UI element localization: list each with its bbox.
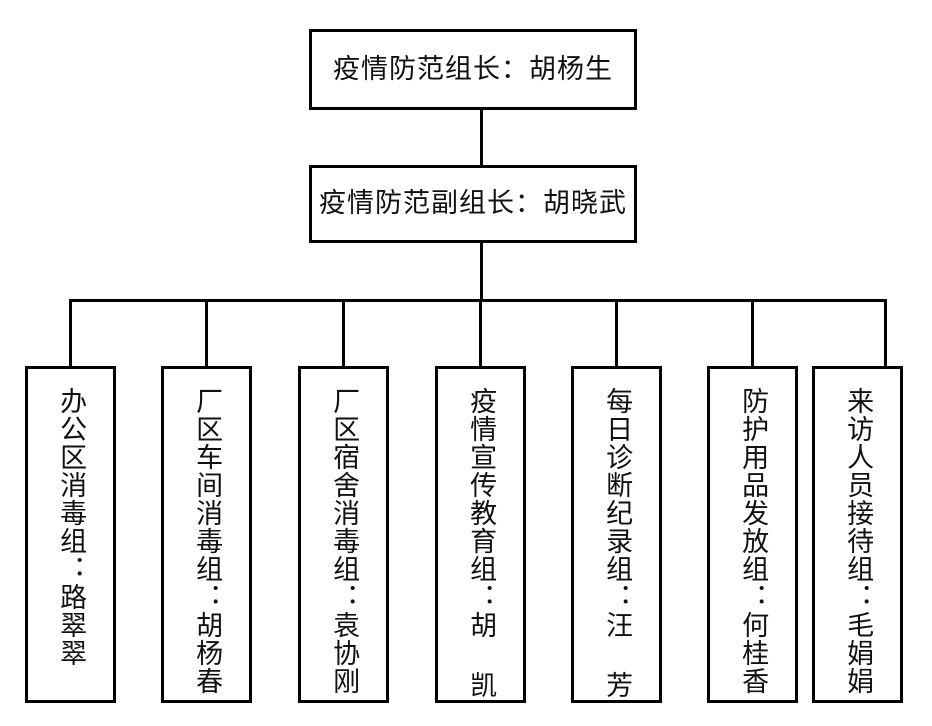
connector-drop-4 [479, 299, 482, 366]
node-group-6[interactable]: 防护用品发放组：何桂香 [707, 366, 798, 703]
node-group-1-label: 办公区消毒组：路翠翠 [55, 387, 87, 667]
node-group-leader-label: 疫情防范组长：胡杨生 [333, 53, 613, 85]
node-group-leader[interactable]: 疫情防范组长：胡杨生 [309, 29, 637, 110]
connector-drop-2 [205, 299, 208, 366]
node-group-4[interactable]: 疫情宣传教育组：胡 凯 [435, 366, 526, 703]
connector-drop-1 [69, 299, 72, 366]
node-group-2[interactable]: 厂区车间消毒组：胡杨春 [161, 366, 252, 703]
connector-drop-3 [342, 299, 345, 366]
connector-leader-to-deputy [480, 110, 483, 165]
node-group-7-label: 来访人员接待组：毛娟娟 [842, 387, 874, 695]
connector-drop-5 [615, 299, 618, 366]
connector-drop-7 [884, 299, 887, 366]
node-group-3-label: 厂区宿舍消毒组：袁协刚 [328, 387, 360, 695]
connector-drop-6 [751, 299, 754, 366]
node-deputy-leader-label: 疫情防范副组长：胡晓武 [319, 188, 627, 220]
node-group-5-label: 每日诊断纪录组：汪 芳 [601, 387, 633, 699]
node-group-5[interactable]: 每日诊断纪录组：汪 芳 [571, 366, 662, 703]
node-group-3[interactable]: 厂区宿舍消毒组：袁协刚 [298, 366, 389, 703]
connector-deputy-to-bus [480, 243, 483, 301]
node-group-6-label: 防护用品发放组：何桂香 [737, 387, 769, 695]
connector-horizontal-bus [69, 299, 887, 302]
node-group-2-label: 厂区车间消毒组：胡杨春 [191, 387, 223, 695]
node-group-1[interactable]: 办公区消毒组：路翠翠 [25, 366, 116, 703]
node-group-4-label: 疫情宣传教育组：胡 凯 [465, 387, 497, 699]
node-group-7[interactable]: 来访人员接待组：毛娟娟 [812, 366, 903, 703]
node-deputy-leader[interactable]: 疫情防范副组长：胡晓武 [309, 165, 637, 243]
